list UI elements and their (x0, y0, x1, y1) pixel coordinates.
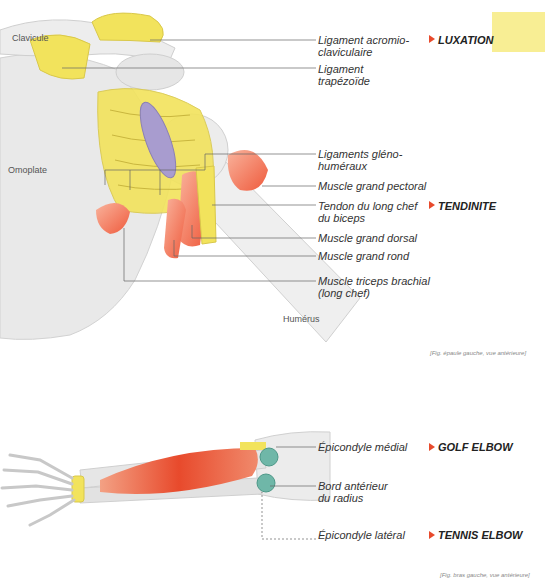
marker-triangle (429, 35, 435, 43)
leader-line (262, 492, 316, 539)
part-label: Épicondyle latéral (318, 529, 405, 541)
medial-epicondyle (260, 448, 278, 466)
part-label: Muscle grand dorsal (318, 232, 417, 244)
injury-tag: TENDINITE (438, 200, 496, 212)
leader-lines (62, 40, 316, 539)
part-label: Ligament trapézoïde (318, 63, 388, 87)
figure-note: [Fig. bras gauche, vue antérieure] (440, 572, 530, 579)
marker-triangle (429, 531, 435, 539)
injury-tag: TENNIS ELBOW (438, 529, 522, 541)
part-label: Bord antérieur du radius (318, 480, 400, 504)
leader-line (192, 225, 316, 238)
color-block (492, 12, 545, 52)
injury-tag: LUXATION (438, 34, 493, 46)
marker-triangles (429, 35, 435, 539)
marker-triangle (429, 443, 435, 451)
part-label: Ligament acromio-claviculaire (318, 34, 410, 58)
acromion-bone (116, 54, 184, 90)
bone-name: Humérus (283, 314, 320, 324)
leader-line (174, 240, 316, 256)
leader-line (124, 228, 316, 281)
part-label: Épicondyle médial (318, 441, 407, 453)
hand-bones (2, 455, 74, 525)
part-label: Tendon du long chef du biceps (318, 200, 430, 224)
leader-line (276, 447, 316, 448)
glenoid-cartilage (133, 98, 183, 181)
forearm-muscle (100, 448, 258, 494)
part-label: Muscle triceps brachial (long chef) (318, 275, 430, 299)
wrist-ligament (72, 476, 84, 502)
tendon (240, 442, 266, 450)
leader-line (262, 186, 316, 187)
pectoral-muscle (228, 150, 268, 191)
bone-name: Omoplate (8, 165, 47, 175)
leader-line (270, 486, 316, 487)
leader-line (212, 205, 316, 206)
ligament (92, 13, 163, 42)
bone-name: Clavicule (12, 33, 49, 43)
humerus-bone (178, 148, 360, 342)
triceps-muscle (96, 203, 130, 234)
lateral-epicondyle (257, 474, 275, 492)
marker-triangle (429, 201, 435, 209)
part-label: Muscle grand rond (318, 250, 409, 262)
leader-line (62, 68, 316, 69)
part-label: Ligaments gléno-huméraux (318, 148, 410, 172)
leader-line (150, 40, 316, 41)
leader-line (105, 154, 316, 195)
injury-tag: GOLF ELBOW (438, 441, 513, 453)
figure-note: [Fig. épaule gauche, vue antérieure] (430, 350, 526, 357)
teres-major-muscle (164, 199, 186, 259)
part-label: Muscle grand pectoral (318, 180, 426, 192)
